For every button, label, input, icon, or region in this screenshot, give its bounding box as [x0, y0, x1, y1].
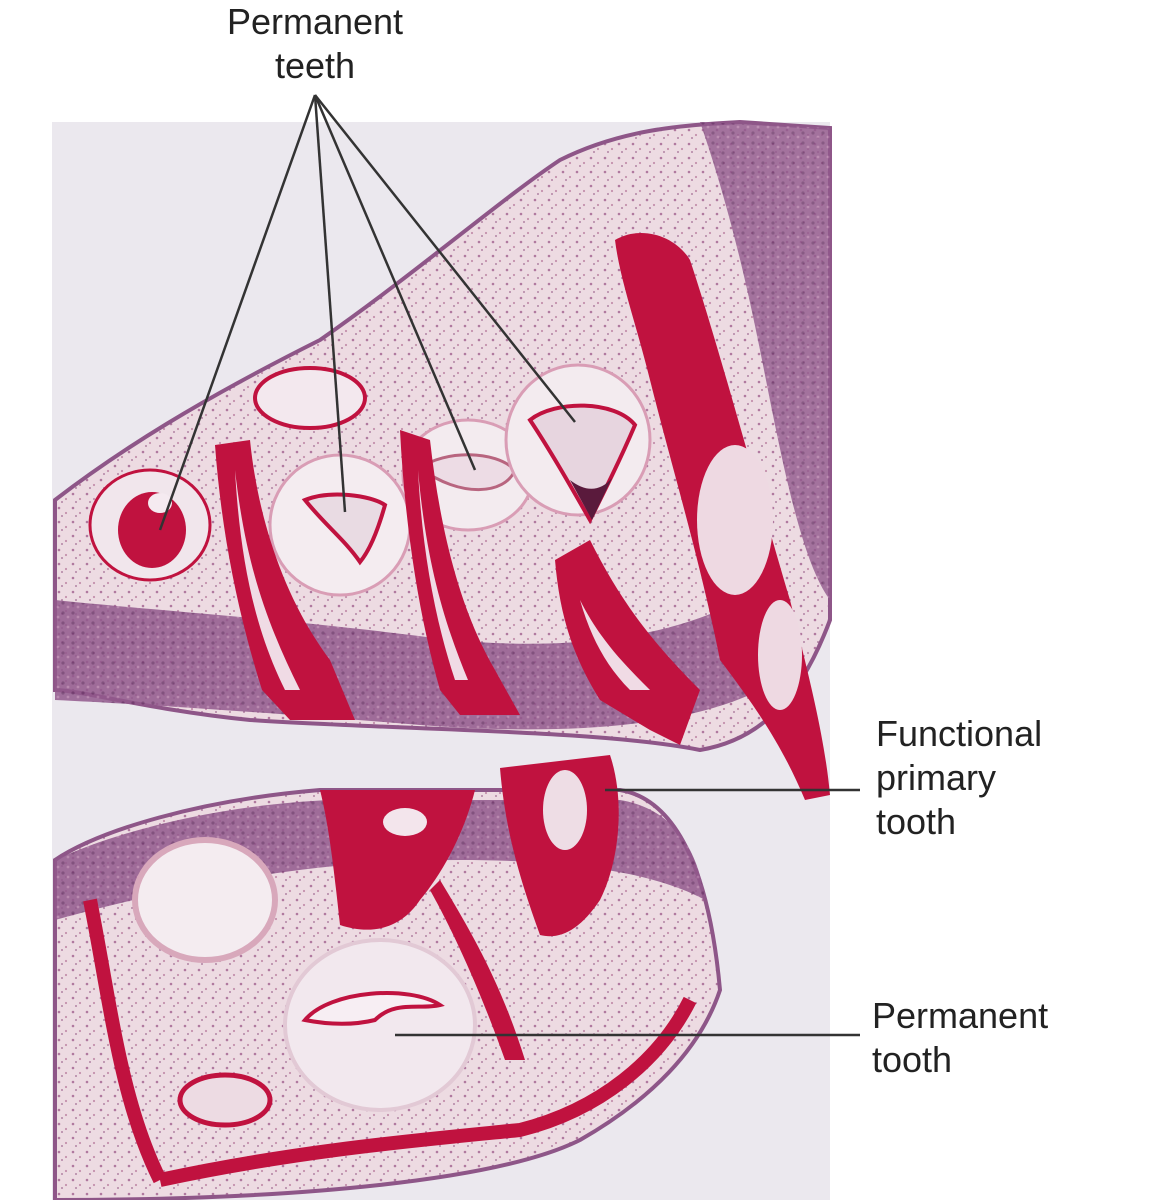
lower-root — [430, 880, 525, 1060]
upper-right-purple — [700, 122, 830, 600]
upper-primary-tooth-3-pulp — [580, 600, 650, 690]
leader-lines — [158, 94, 860, 1037]
upper-primary-tooth-1-pulp — [235, 470, 300, 690]
functional-label-line-1: Functional — [876, 713, 1043, 754]
permanent-teeth-label-line-1: Permanent — [226, 1, 404, 42]
crypt-1-pulp — [148, 493, 172, 513]
lower-permanent-crypt — [283, 938, 477, 1112]
lower-crypt-left — [132, 837, 278, 963]
permanent-teeth-label-line-2: teeth — [274, 45, 356, 86]
crypt-4-tooth — [527, 403, 638, 525]
functional-label-line-3: tooth — [876, 801, 957, 842]
upper-canine-pulp-lower — [758, 600, 802, 710]
leader-line-1 — [158, 94, 317, 531]
crypt-2-tooth — [301, 492, 388, 566]
leader-line-4 — [314, 94, 576, 423]
upper-small-crypt — [253, 366, 367, 430]
crypt-1-tooth — [118, 492, 186, 568]
lower-primary-tooth-1 — [320, 790, 475, 930]
upper-purple-band — [55, 600, 760, 730]
permanent-tooth-label-line-1: Permanent — [872, 995, 1049, 1036]
leader-line-2 — [313, 94, 347, 513]
permanent-tooth-label: Permanent tooth — [872, 994, 1048, 1082]
upper-canine-pulp — [697, 445, 773, 595]
lower-small-crypt — [177, 1072, 273, 1128]
lower-primary-tooth-2-pulp — [543, 770, 587, 850]
upper-primary-tooth-2 — [400, 430, 520, 715]
functional-primary-tooth-label: Functional primary tooth — [876, 712, 1042, 844]
lower-primary-tooth-1-pulp — [383, 808, 427, 836]
permanent-teeth-label: Permanent teeth — [210, 0, 420, 88]
leader-line-3 — [313, 94, 477, 471]
permanent-tooth-label-line-2: tooth — [872, 1039, 953, 1080]
lower-bone-outline — [83, 898, 697, 1187]
functional-label-line-2: primary — [876, 757, 997, 798]
crypt-4-enamel — [570, 478, 612, 520]
upper-primary-tooth-2-pulp — [418, 470, 468, 680]
upper-primary-tooth-1 — [215, 440, 355, 720]
upper-primary-tooth-3 — [555, 540, 700, 745]
lower-permanent-tooth — [301, 991, 445, 1026]
